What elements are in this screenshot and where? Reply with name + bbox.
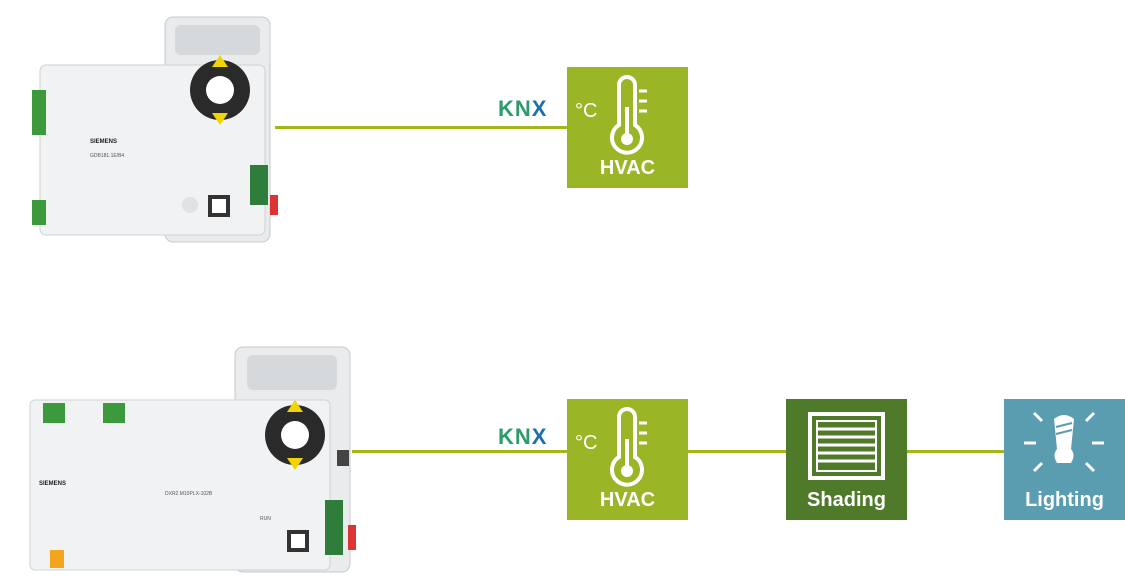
hvac-tile-bottom: °C HVAC xyxy=(567,399,688,520)
thermometer-icon: °C xyxy=(575,407,647,487)
bottom-connector-line-2 xyxy=(688,450,786,453)
blinds-icon xyxy=(808,412,885,480)
bottom-connector-line-1 xyxy=(352,450,568,453)
top-controller-device: SIEMENS GDB181.1E/B4 xyxy=(32,16,278,243)
bottom-controller-device: SIEMENS DXR2.M10PLX-102B RUN xyxy=(29,346,356,573)
lighting-label: Lighting xyxy=(1025,489,1104,511)
bottom-device-run-led: RUN xyxy=(260,516,271,522)
shading-tile: Shading xyxy=(786,399,907,520)
top-device-brand: SIEMENS xyxy=(90,139,117,145)
bottom-connector-line-3 xyxy=(906,450,1004,453)
thermometer-icon: °C xyxy=(575,75,647,155)
bottom-device-model: DXR2.M10PLX-102B xyxy=(165,491,213,497)
light-bulb-icon xyxy=(1024,411,1104,473)
top-device-model: GDB181.1E/B4 xyxy=(90,153,124,159)
top-connector-line xyxy=(275,126,568,129)
bottom-device-brand: SIEMENS xyxy=(39,481,66,487)
hvac-tile-top: °C HVAC xyxy=(567,67,688,188)
temp-unit: °C xyxy=(575,432,597,454)
knx-logo-top: KNX xyxy=(498,96,548,121)
shading-label: Shading xyxy=(807,489,886,511)
knx-logo-bottom: KNX xyxy=(498,424,548,449)
hvac-label-bottom: HVAC xyxy=(599,489,656,511)
lighting-tile: Lighting xyxy=(1004,399,1125,520)
hvac-label-top: HVAC xyxy=(599,157,656,179)
temp-unit: °C xyxy=(575,100,597,122)
